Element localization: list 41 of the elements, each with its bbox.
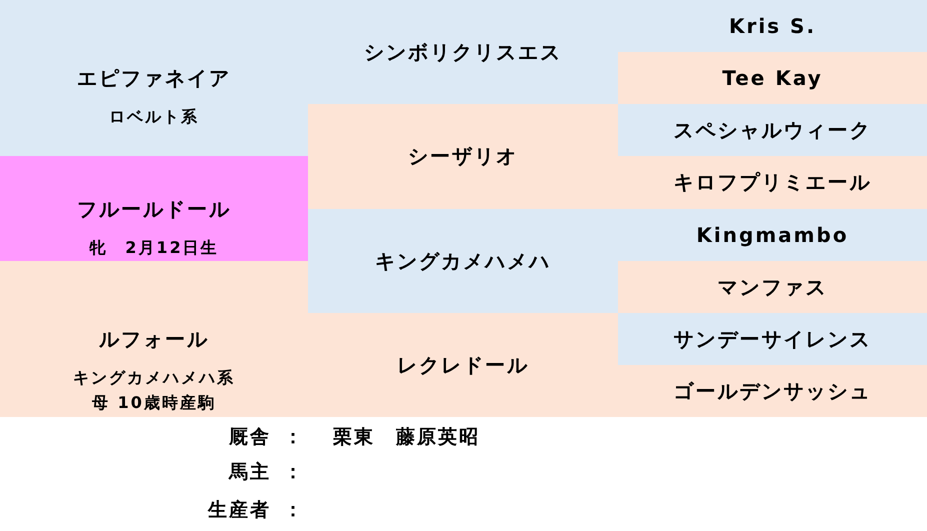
pedigree-cell	[0, 260, 308, 417]
field-label: 厩舎	[229, 425, 271, 449]
colon: ：	[282, 498, 304, 522]
horse-name: Kingmambo	[696, 222, 849, 247]
pedigree-cell	[618, 52, 927, 104]
horse-name: ゴールデンサッシュ	[674, 378, 872, 403]
horse-name: ルフォール	[99, 326, 209, 351]
horse-name: キロフプリミエール	[674, 170, 872, 194]
pedigree-cell	[308, 208, 618, 313]
horse-name: サンデーサイレンス	[674, 326, 872, 351]
horse-name: エピファネイア	[77, 66, 231, 90]
pedigree-cell	[618, 0, 927, 52]
pedigree-cell	[0, 0, 308, 156]
field-label: 馬主	[229, 460, 271, 484]
colon: ：	[282, 425, 304, 449]
birth-date-note: 牝 2月12日生	[89, 236, 219, 258]
bloodline-note: キングカメハメハ系	[73, 366, 235, 389]
bloodline-note: ロベルト系	[109, 106, 199, 128]
pedigree-cell	[308, 312, 618, 417]
pedigree-cell	[618, 208, 927, 261]
pedigree-cell	[0, 156, 308, 261]
horse-name: マンファス	[718, 274, 828, 299]
horse-name: フルールドール	[77, 196, 231, 220]
dam-age-note: 母 10歳時産駒	[92, 392, 216, 414]
field-value: 栗東 藤原英昭	[333, 425, 480, 449]
pedigree-cell	[618, 312, 927, 365]
pedigree-cell	[618, 156, 927, 208]
pedigree-cell	[308, 104, 618, 208]
horse-name: シーザリオ	[408, 144, 518, 168]
horse-name: Kris S.	[728, 14, 816, 38]
horse-name: シンボリクリスエス	[364, 40, 562, 64]
pedigree-cell	[618, 364, 927, 417]
pedigree-cell	[618, 260, 927, 313]
horse-name: スペシャルウィーク	[674, 118, 872, 142]
horse-name: キングカメハメハ	[375, 248, 551, 273]
pedigree-cell	[308, 0, 618, 104]
horse-name: レクレドール	[397, 352, 529, 377]
colon: ：	[282, 460, 304, 484]
field-label: 生産者	[208, 498, 271, 522]
horse-name: Tee Kay	[722, 66, 823, 90]
pedigree-cell	[618, 104, 927, 156]
